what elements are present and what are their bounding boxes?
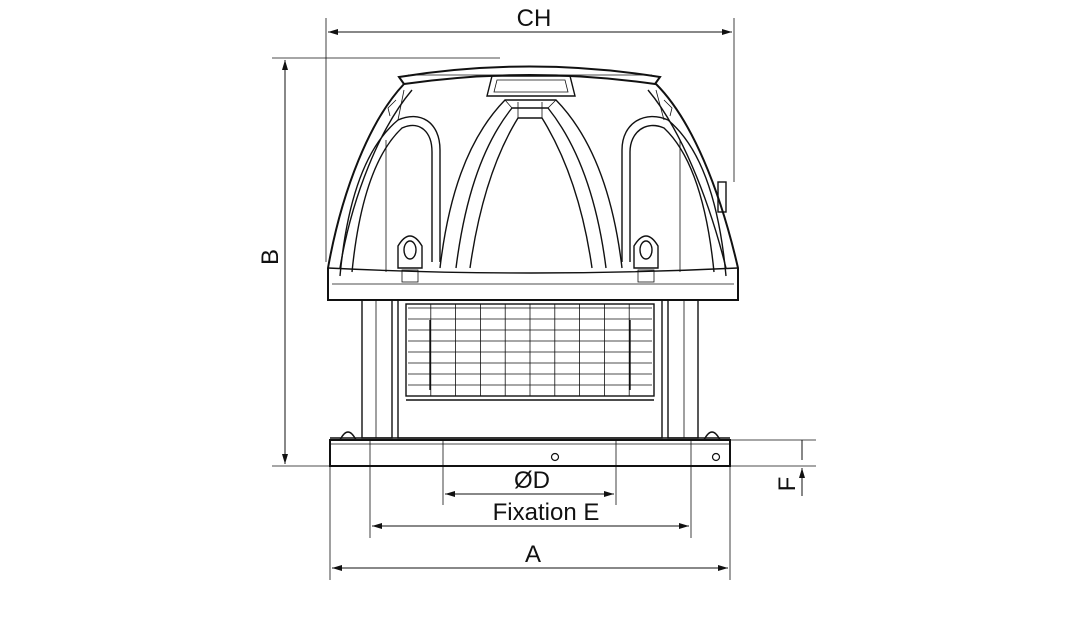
dimension-ch-label: CH xyxy=(517,5,552,32)
dimension-a-label: A xyxy=(525,541,541,568)
dimension-f: F xyxy=(730,439,816,496)
right-lifting-eye xyxy=(633,235,659,283)
dimension-fixation-e: Fixation E xyxy=(369,440,692,538)
dimension-f-label: F xyxy=(774,477,801,492)
dome-ribs xyxy=(387,89,673,121)
dimension-b-label: B xyxy=(257,249,284,265)
right-bracket xyxy=(717,181,727,213)
motor-grille xyxy=(397,299,663,439)
center-arch-vent xyxy=(439,99,623,269)
base-plate xyxy=(329,431,731,467)
dimension-d-label: ØD xyxy=(514,467,550,494)
left-lifting-eye xyxy=(397,235,423,283)
fan-body xyxy=(327,65,739,467)
dimension-b: B xyxy=(257,57,500,467)
dome-cap xyxy=(397,65,662,86)
right-side-vent xyxy=(621,115,727,277)
left-side-vent xyxy=(339,115,441,277)
dimension-d: ØD xyxy=(442,440,617,505)
dome-shell xyxy=(327,83,739,301)
dimension-a: A xyxy=(329,466,731,580)
top-handle xyxy=(486,75,576,97)
dimension-ch: CH xyxy=(325,5,735,262)
dimension-fixation-label: Fixation E xyxy=(493,499,600,526)
